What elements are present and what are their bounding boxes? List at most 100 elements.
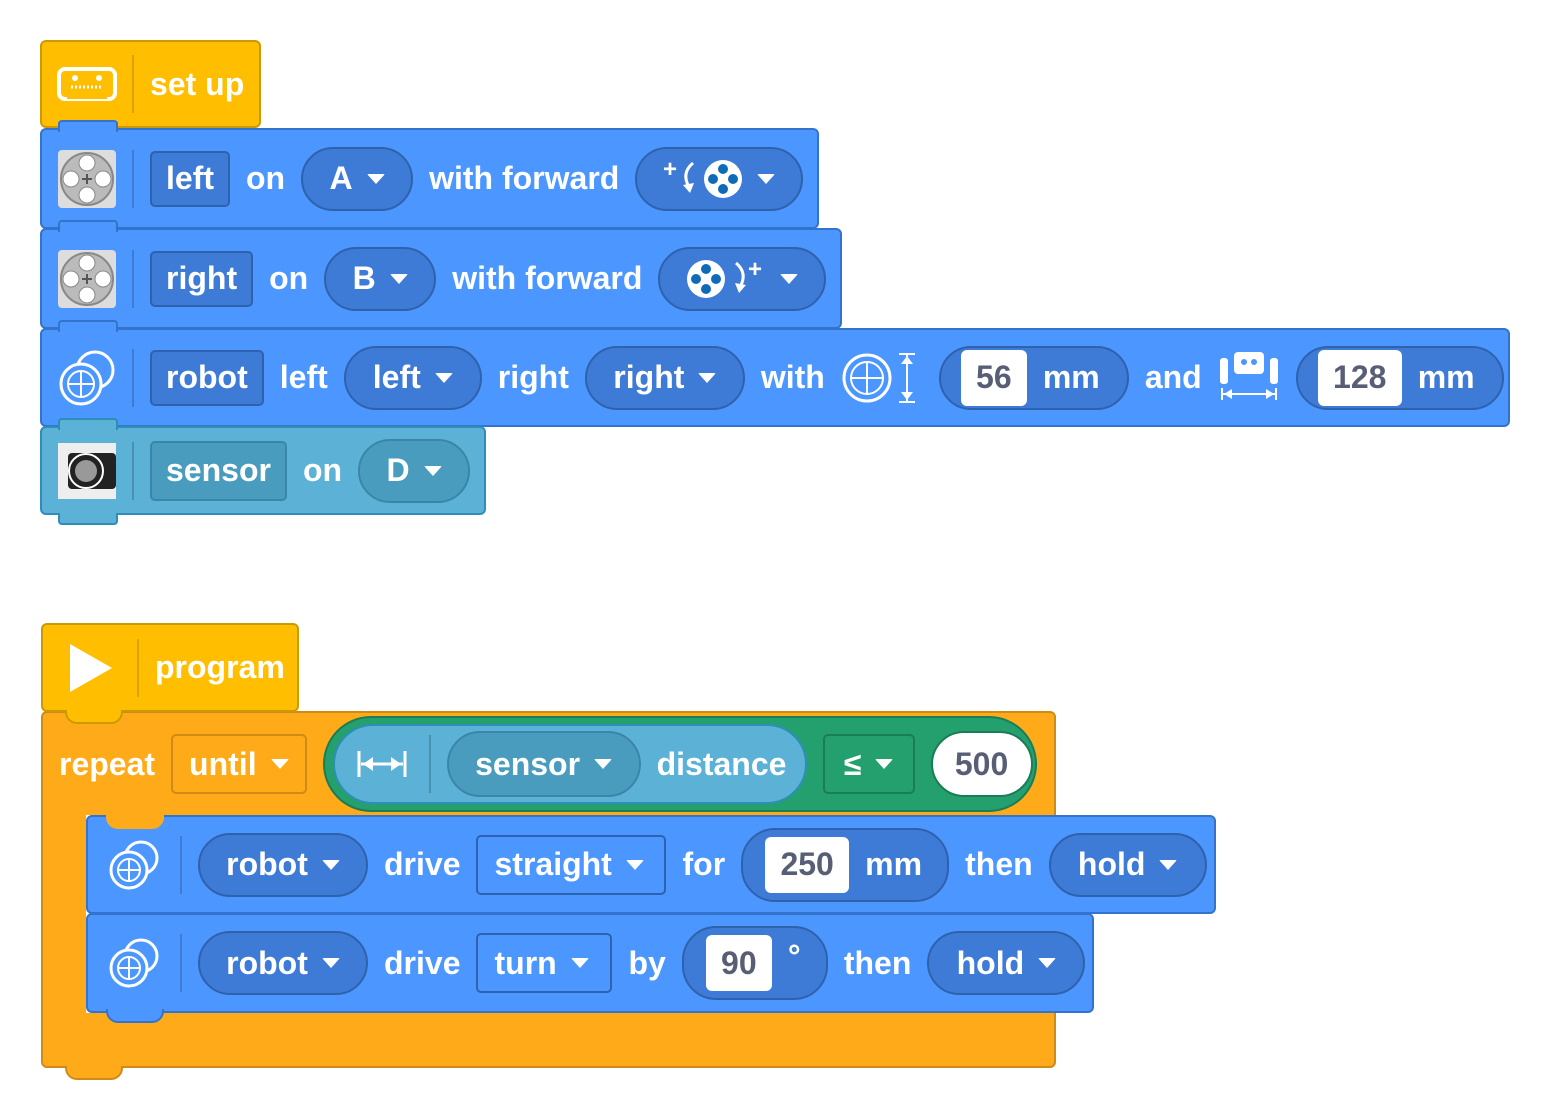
chevron-down-icon [389, 273, 408, 284]
axle-track-input[interactable]: 128 mm [1295, 345, 1504, 410]
stop-mode-value: hold [956, 944, 1025, 981]
clockwise-motor-icon: + [687, 257, 762, 298]
robot-name[interactable]: robot [150, 349, 264, 406]
right-motor-block[interactable]: right on B with forward + [40, 220, 842, 329]
degree-label: ° [787, 937, 801, 974]
stop-mode-dropdown[interactable]: hold [927, 931, 1086, 995]
robot-dropdown[interactable]: robot [198, 931, 368, 995]
port-d-dropdown[interactable]: D [358, 438, 471, 503]
chevron-down-icon [1159, 859, 1178, 870]
axle-track-icon [1218, 350, 1280, 406]
left-label: left [279, 359, 328, 395]
port-a-value: A [329, 160, 353, 196]
robot-value: robot [226, 846, 308, 882]
operator-dropdown[interactable]: ≤ [822, 734, 915, 794]
operator-value: ≤ [843, 745, 862, 782]
left-motor-value: left [372, 359, 421, 395]
robot-dropdown[interactable]: robot [198, 832, 368, 897]
drive-turn-block[interactable]: robot drive turn by 90 ° then hold [86, 913, 1094, 1023]
axle-track-value[interactable]: 128 [1317, 349, 1402, 406]
repeat-label: repeat [59, 745, 156, 782]
left-motor-dropdown[interactable]: left [343, 345, 482, 410]
then-label: then [843, 944, 912, 981]
stop-mode-value: hold [1077, 846, 1146, 882]
robot-value: robot [226, 944, 308, 981]
wheel-diameter-input[interactable]: 56 mm [938, 345, 1129, 410]
chevron-down-icon [570, 958, 589, 968]
drive-type-dropdown[interactable]: straight [476, 834, 667, 895]
unit-mm-label: mm [865, 846, 923, 882]
right-motor-name[interactable]: right [150, 250, 254, 307]
with-forward-label: with forward [452, 260, 643, 296]
hub-icon [42, 67, 132, 101]
motor-icon [42, 149, 132, 208]
on-label: on [302, 452, 343, 488]
threshold-input[interactable]: 500 [930, 731, 1033, 797]
distance-icon [357, 751, 407, 777]
program-hat-block[interactable]: program [41, 623, 299, 724]
right-label: right [497, 359, 569, 395]
stop-mode-dropdown[interactable]: hold [1048, 832, 1207, 897]
chevron-down-icon [875, 759, 894, 769]
motor-icon [42, 249, 132, 308]
sensor-block[interactable]: sensor on D [40, 418, 486, 525]
drive-label: drive [384, 944, 461, 981]
chevron-down-icon [366, 173, 385, 184]
setup-hat-block[interactable]: set up [40, 40, 261, 128]
and-label: and [1144, 359, 1202, 395]
distance-label: distance [656, 745, 787, 782]
svg-text:+: + [748, 257, 762, 283]
unit-mm-label: mm [1417, 359, 1475, 395]
then-label: then [965, 846, 1033, 882]
for-label: for [682, 846, 726, 882]
chevron-down-icon [780, 273, 799, 284]
sensor-dropdown[interactable]: sensor [446, 731, 641, 797]
play-icon [43, 642, 137, 694]
chevron-down-icon [423, 465, 442, 476]
chevron-down-icon [270, 759, 289, 769]
port-d-value: D [386, 452, 410, 488]
drive-type-dropdown[interactable]: turn [476, 933, 613, 993]
chevron-down-icon [625, 859, 644, 870]
repeat-mode-dropdown[interactable]: until [171, 734, 307, 794]
wheel-diameter-value[interactable]: 56 [960, 349, 1027, 406]
chevron-down-icon [1038, 958, 1057, 968]
direction-dropdown[interactable]: + [635, 146, 804, 211]
by-label: by [628, 944, 666, 981]
chevron-down-icon [434, 372, 453, 383]
drivebase-icon [42, 350, 132, 406]
on-label: on [269, 260, 309, 296]
drivebase-icon [88, 840, 180, 890]
drivebase-block[interactable]: robot left left right right with 56 mm a… [40, 320, 1510, 427]
program-label: program [155, 649, 285, 685]
counterclockwise-motor-icon: + [663, 157, 743, 198]
setup-label: set up [150, 65, 245, 102]
chevron-down-icon [698, 372, 717, 383]
right-motor-dropdown[interactable]: right [584, 345, 745, 410]
angle-value[interactable]: 90 [705, 935, 772, 991]
chevron-down-icon [594, 759, 613, 769]
svg-text:+: + [663, 157, 677, 183]
distance-value[interactable]: 250 [765, 836, 850, 893]
sensor-name[interactable]: sensor [150, 440, 287, 501]
port-b-dropdown[interactable]: B [324, 246, 437, 311]
chevron-down-icon [321, 859, 340, 870]
drive-type-value: turn [494, 944, 557, 981]
repeat-mode-value: until [189, 745, 257, 782]
left-motor-name[interactable]: left [150, 150, 230, 207]
drive-type-value: straight [494, 846, 612, 882]
sensor-value: sensor [475, 745, 581, 782]
drive-straight-block[interactable]: robot drive straight for 250 mm then hol… [86, 815, 1216, 914]
right-motor-value: right [613, 359, 685, 395]
wheel-diameter-icon [841, 350, 921, 406]
unit-mm-label: mm [1042, 359, 1100, 395]
distance-input[interactable]: 250 mm [741, 827, 950, 902]
distance-reporter[interactable]: sensor distance [332, 724, 807, 804]
ultrasonic-sensor-icon [42, 442, 132, 499]
with-label: with [760, 359, 825, 395]
angle-input[interactable]: 90 ° [681, 926, 828, 1000]
comparison-block[interactable]: sensor distance ≤ 500 [322, 716, 1037, 812]
left-motor-block[interactable]: left on A with forward + [40, 120, 819, 229]
direction-dropdown[interactable]: + [658, 246, 827, 311]
port-a-dropdown[interactable]: A [301, 146, 414, 211]
